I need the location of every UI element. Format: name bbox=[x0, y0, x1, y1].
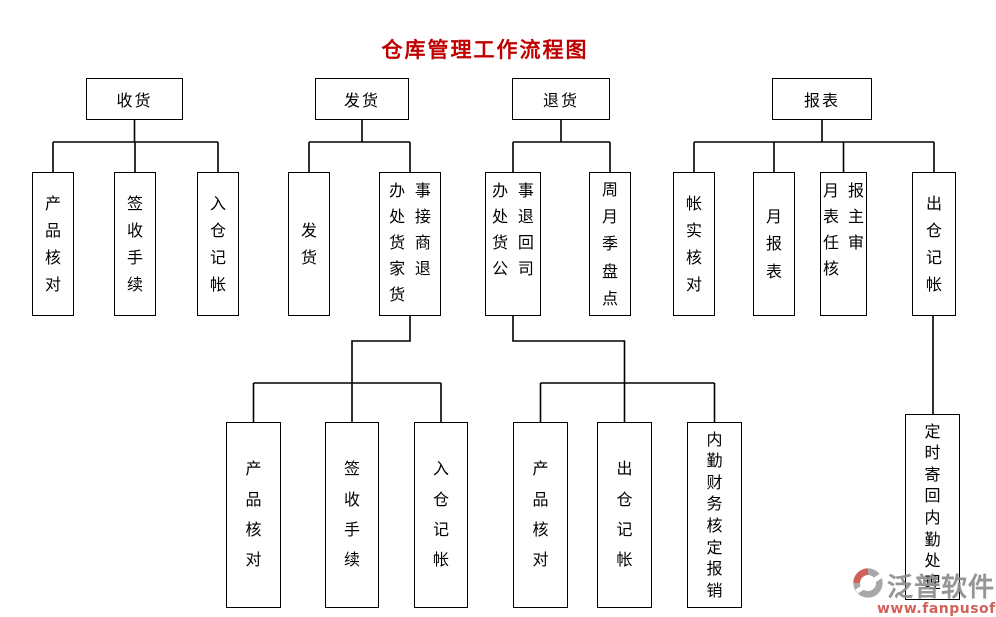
diagram-title: 仓库管理工作流程图 bbox=[381, 38, 589, 62]
node-sign-procedure-1: 签收手续 bbox=[114, 172, 156, 316]
fanpu-logo-icon bbox=[851, 566, 885, 604]
node-finance-reimbursement: 内勤财务核定报销 bbox=[687, 422, 742, 608]
node-label: 签收手续 bbox=[343, 459, 360, 570]
node-report-director-review: 月表任核 报主审 bbox=[820, 172, 867, 316]
node-label: 出仓 记帐 bbox=[925, 193, 959, 295]
node-receiving: 收货 bbox=[86, 78, 183, 120]
node-reports: 报表 bbox=[772, 78, 872, 120]
node-warehouse-in-1: 入仓 记帐 bbox=[197, 172, 243, 316]
node-label-col1: 办处货公 bbox=[492, 181, 509, 278]
node-label: 发货 bbox=[343, 91, 380, 110]
node-label-col2: 报主审 bbox=[847, 181, 864, 252]
node-label: 产品核对 bbox=[44, 193, 61, 295]
node-periodic-inventory: 周月季盘点 bbox=[589, 172, 631, 316]
node-mail-back-processing: 定时寄回内勤处理 bbox=[905, 414, 960, 600]
node-warehouse-out-2: 出仓 记帐 bbox=[597, 422, 652, 608]
watermark-brand: 泛普软件 bbox=[887, 572, 996, 603]
node-monthly-report: 月报表 bbox=[753, 172, 795, 316]
node-label: 发 货 bbox=[300, 220, 334, 267]
watermark-url: www.fanpusoft.com bbox=[877, 601, 996, 617]
node-label: 签收手续 bbox=[126, 193, 143, 295]
watermark: 泛普软件 www.fanpusoft.com bbox=[851, 566, 996, 617]
node-product-check-2: 产品核对 bbox=[226, 422, 281, 608]
node-returns: 退货 bbox=[512, 78, 610, 120]
node-office-returns-to-company: 办处货公 事退回司 bbox=[485, 172, 541, 316]
node-label: 月报表 bbox=[765, 207, 782, 281]
node-product-check-1: 产品核对 bbox=[32, 172, 74, 316]
node-sign-procedure-2: 签收手续 bbox=[325, 422, 379, 608]
node-label: 定时寄回内勤处理 bbox=[924, 421, 941, 592]
node-label: 收货 bbox=[116, 91, 153, 110]
node-office-handles-merchant-returns: 办处货家货 事接商退 bbox=[379, 172, 441, 316]
node-label-col2: 事退回司 bbox=[517, 181, 534, 278]
node-label: 报表 bbox=[803, 91, 840, 110]
node-label: 入仓 记帐 bbox=[209, 193, 243, 295]
node-label: 内勤财务核定报销 bbox=[706, 429, 723, 600]
node-label: 产品核对 bbox=[532, 459, 549, 570]
node-shipping: 发货 bbox=[315, 78, 409, 120]
node-label: 入仓 记帐 bbox=[432, 459, 466, 570]
node-label: 帐实核对 bbox=[685, 193, 702, 295]
node-warehouse-out-1: 出仓 记帐 bbox=[912, 172, 959, 316]
node-label: 产品核对 bbox=[245, 459, 262, 570]
node-label: 周月季盘点 bbox=[601, 180, 618, 308]
node-label-col2: 事接商退 bbox=[414, 181, 431, 278]
node-label-col1: 办处货家货 bbox=[389, 181, 406, 304]
node-label-col1: 月表任核 bbox=[822, 181, 839, 278]
node-product-check-3: 产品核对 bbox=[513, 422, 568, 608]
node-label: 退货 bbox=[542, 91, 579, 110]
node-dispatch-goods: 发 货 bbox=[288, 172, 334, 316]
node-label: 出仓 记帐 bbox=[616, 459, 649, 570]
node-warehouse-in-2: 入仓 记帐 bbox=[414, 422, 468, 608]
node-account-verification: 帐实核对 bbox=[673, 172, 715, 316]
